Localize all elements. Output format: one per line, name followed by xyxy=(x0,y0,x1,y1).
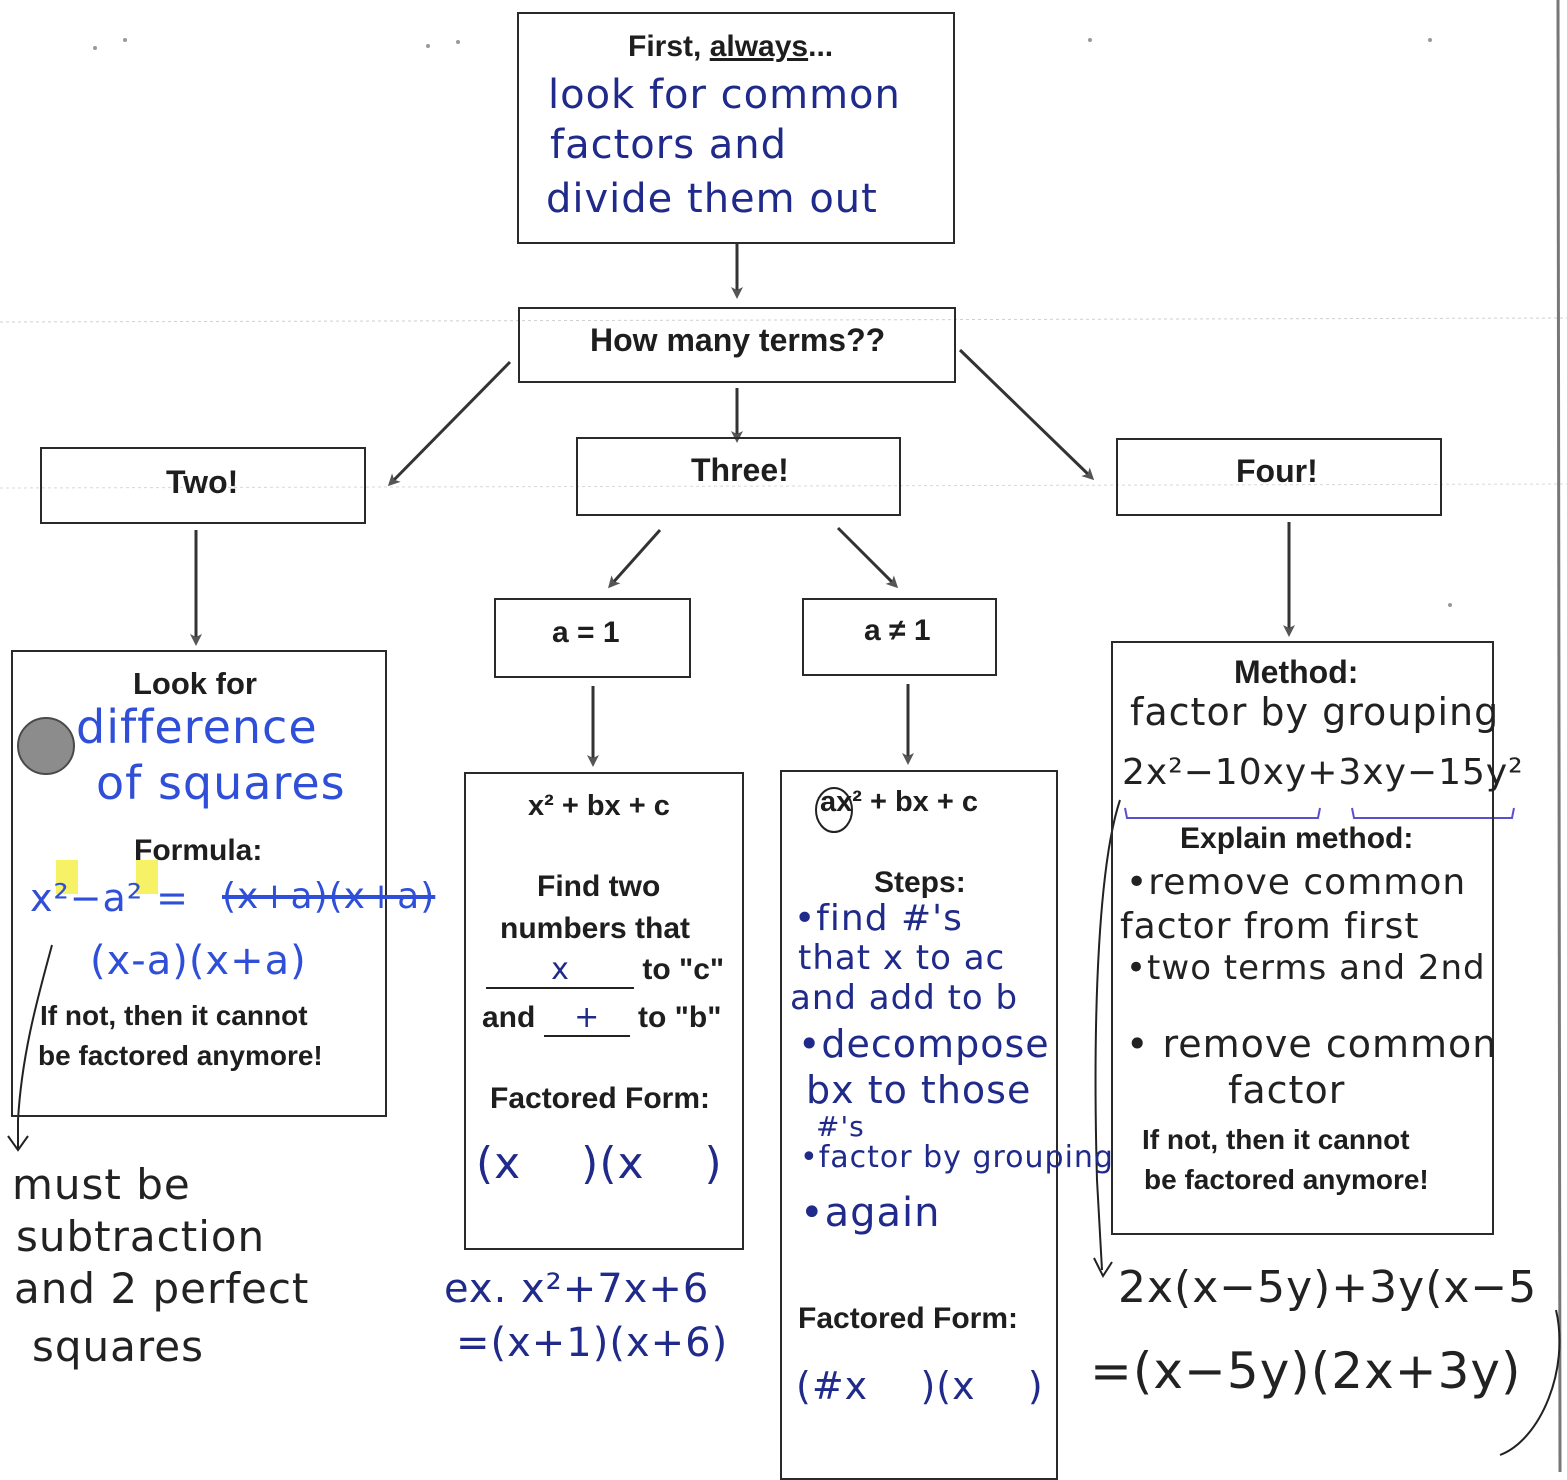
gray-dot xyxy=(17,717,75,775)
top-line-1: look for common xyxy=(548,72,901,118)
a-equals-one-label: a = 1 xyxy=(552,616,620,649)
two-hw-of-squares: of squares xyxy=(96,756,346,810)
branch-three-label: Three! xyxy=(691,452,789,488)
four-method: factor by grouping xyxy=(1130,690,1500,734)
top-box xyxy=(517,12,955,244)
two-side-note-1: must be xyxy=(12,1160,191,1209)
an1-step-4: •decompose xyxy=(798,1022,1050,1066)
two-box xyxy=(40,447,366,524)
a1-to-b: to "b" xyxy=(638,1001,722,1034)
an1-factored-form: (#x )(x ) xyxy=(796,1364,1044,1408)
an1-step-3: and add to b xyxy=(790,978,1019,1018)
two-note-line-1: If not, then it cannot xyxy=(40,1000,308,1031)
an1-step-5: bx to those xyxy=(806,1068,1032,1112)
highlight-2 xyxy=(136,860,158,894)
circle-mark-a xyxy=(815,787,853,833)
two-formula: x²−a² = xyxy=(30,876,189,920)
page-edge xyxy=(1556,0,1562,1472)
two-formula-scratch: (x+a)(x+a) xyxy=(222,876,436,917)
an1-step-7: •factor by grouping xyxy=(800,1140,1114,1175)
underline-group-2 xyxy=(1351,807,1515,819)
four-result-1: 2x(x−5y)+3y(x−5 xyxy=(1118,1262,1538,1313)
a1-to-c: to "c" xyxy=(642,953,725,986)
top-title-underlined: always xyxy=(709,30,809,63)
a1-blank-add: + xyxy=(543,1000,630,1037)
a1-find-2: numbers that xyxy=(500,912,691,945)
a1-and: and xyxy=(482,1001,536,1034)
gray-dot-small xyxy=(1448,603,1452,607)
difference-squares-box xyxy=(11,650,387,1117)
top-title: First, always... xyxy=(628,30,833,64)
an1-step-8: •again xyxy=(800,1190,941,1236)
four-right-bracket xyxy=(1499,1309,1561,1456)
four-note-line-2: be factored anymore! xyxy=(1144,1164,1429,1195)
a1-blank-row-2: and + to "b" xyxy=(482,1000,721,1037)
underline-group-1 xyxy=(1124,807,1321,819)
an1-step-2: that x to ac xyxy=(798,938,1006,978)
two-look-for: Look for xyxy=(133,666,257,701)
four-method-label: Method: xyxy=(1234,654,1359,690)
a1-example-1: ex. x²+7x+6 xyxy=(444,1266,710,1312)
two-note-arrow xyxy=(17,944,53,1148)
four-explain-2: factor from first xyxy=(1120,906,1420,947)
top-title-suffix: ... xyxy=(808,30,834,63)
a-not-one-label: a ≠ 1 xyxy=(864,614,931,647)
four-explain-5: factor xyxy=(1228,1068,1346,1112)
four-explain-3: •two terms and 2nd xyxy=(1126,948,1486,988)
question-box xyxy=(518,307,956,383)
four-explain-4: • remove common xyxy=(1126,1022,1498,1066)
top-line-3: divide them out xyxy=(546,176,878,222)
top-line-2: factors and xyxy=(550,122,787,168)
two-hw-difference: difference xyxy=(76,700,318,754)
an1-step-6: #'s xyxy=(816,1110,865,1143)
four-note-line-1: If not, then it cannot xyxy=(1142,1124,1410,1155)
a-equals-one-box xyxy=(494,598,691,678)
two-formula-label: Formula: xyxy=(134,834,263,867)
a1-detail-box xyxy=(464,772,744,1250)
an1-expression: ax² + bx + c xyxy=(820,786,978,818)
a1-factored-form: (x )(x ) xyxy=(476,1138,723,1189)
arrow-three-to-a1 xyxy=(608,529,662,589)
branch-two-label: Two! xyxy=(166,464,239,500)
branch-four-label: Four! xyxy=(1236,453,1318,489)
arrow-question-to-four xyxy=(958,348,1095,481)
four-explain-1: •remove common xyxy=(1126,862,1467,903)
an1-steps-label: Steps: xyxy=(874,866,966,899)
arrow-three-to-an1 xyxy=(836,526,899,589)
four-example: 2x²−10xy+3xy−15y² xyxy=(1122,752,1524,793)
highlight-1 xyxy=(56,860,78,894)
a1-expression: x² + bx + c xyxy=(528,790,670,822)
top-title-prefix: First, xyxy=(628,30,710,63)
four-explain-label: Explain method: xyxy=(1180,822,1414,855)
two-note-line-2: be factored anymore! xyxy=(38,1040,323,1071)
two-side-note-4: squares xyxy=(32,1322,204,1371)
a1-blank-row-1: x to "c" xyxy=(486,952,724,989)
an1-factored-label: Factored Form: xyxy=(798,1302,1019,1335)
two-side-note-3: and 2 perfect xyxy=(14,1264,310,1313)
four-result-2: =(x−5y)(2x+3y) xyxy=(1090,1342,1522,1400)
grouping-box xyxy=(1111,641,1494,1235)
four-box xyxy=(1116,438,1442,516)
a1-blank-multiply: x xyxy=(486,952,634,989)
two-side-note-2: subtraction xyxy=(16,1212,266,1261)
a1-example-2: =(x+1)(x+6) xyxy=(456,1320,729,1366)
a1-find-1: Find two xyxy=(537,870,661,903)
a1-factored-label: Factored Form: xyxy=(490,1082,711,1115)
two-factored: (x-a)(x+a) xyxy=(90,938,307,984)
question-label: How many terms?? xyxy=(590,322,886,358)
arrow-question-to-two xyxy=(387,360,512,487)
a-not-one-box xyxy=(802,598,997,676)
an1-step-1: •find #'s xyxy=(794,898,963,939)
